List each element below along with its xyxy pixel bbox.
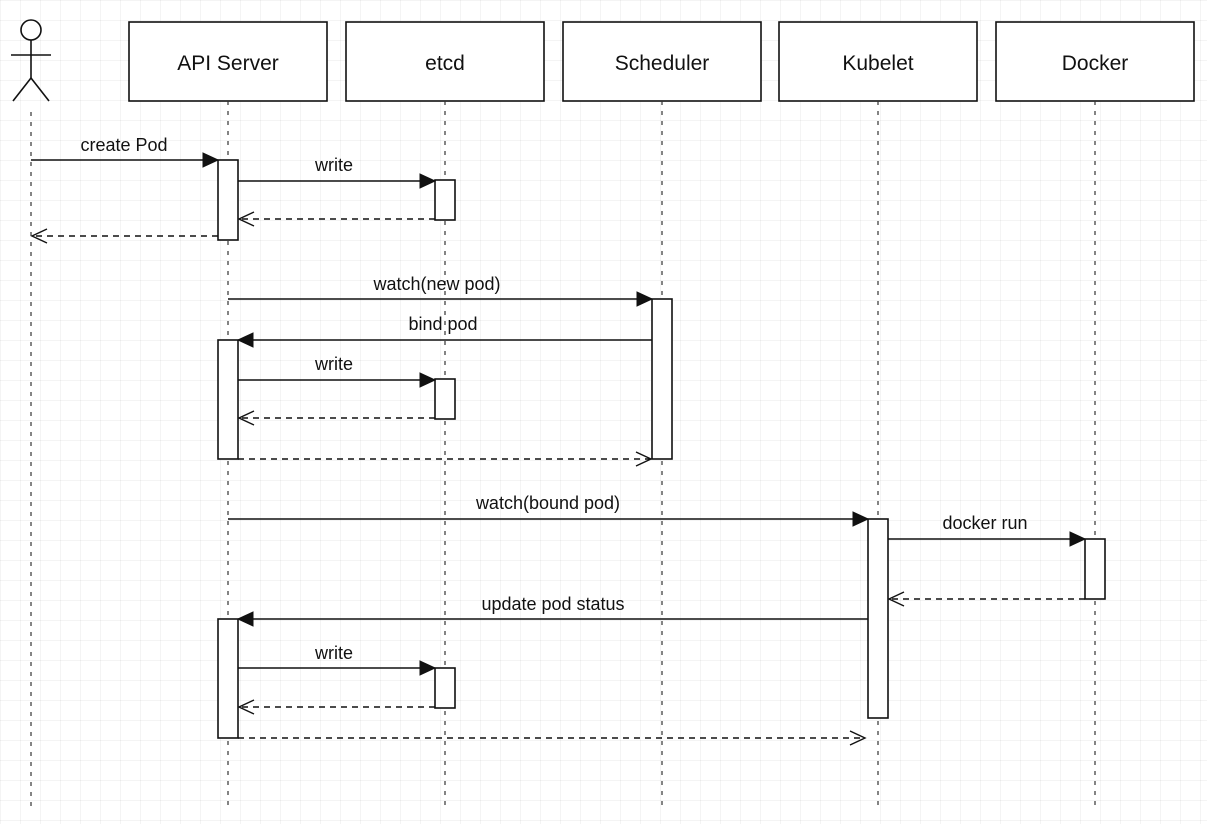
message-watch-new-pod: watch(new pod) bbox=[228, 274, 654, 307]
participant-etcd: etcd bbox=[345, 21, 545, 102]
message-label-update-pod-status: update pod status bbox=[481, 594, 624, 614]
participant-label-etcd: etcd bbox=[425, 52, 465, 75]
participant-kubelet: Kubelet bbox=[778, 21, 978, 102]
message-return-user bbox=[30, 228, 218, 244]
activation-api-3 bbox=[217, 618, 239, 739]
participant-label-api-server: API Server bbox=[177, 52, 279, 75]
message-return-etcd-2 bbox=[237, 410, 435, 426]
message-docker-run: docker run bbox=[888, 513, 1087, 547]
message-return-scheduler bbox=[238, 451, 653, 467]
actor-user-icon bbox=[11, 19, 51, 102]
message-return-etcd-1 bbox=[237, 211, 435, 227]
message-label-watch-new-pod: watch(new pod) bbox=[372, 274, 500, 294]
participant-label-kubelet: Kubelet bbox=[842, 52, 913, 75]
message-label-bind-pod: bind pod bbox=[408, 314, 477, 334]
message-create-pod: create Pod bbox=[31, 135, 220, 168]
message-label-watch-bound-pod: watch(bound pod) bbox=[475, 493, 620, 513]
activation-api-1 bbox=[217, 159, 239, 241]
message-write-2: write bbox=[238, 354, 437, 388]
message-bind-pod: bind pod bbox=[236, 314, 652, 348]
activation-api-2 bbox=[217, 339, 239, 460]
message-return-etcd-3 bbox=[237, 699, 435, 715]
participant-api-server: API Server bbox=[128, 21, 328, 102]
message-write-1: write bbox=[238, 155, 437, 189]
message-label-write-2: write bbox=[314, 354, 353, 374]
activation-docker-1 bbox=[1084, 538, 1106, 600]
message-label-create-pod: create Pod bbox=[80, 135, 167, 155]
message-label-write-3: write bbox=[314, 643, 353, 663]
activation-etcd-3 bbox=[434, 667, 456, 709]
message-update-pod-status: update pod status bbox=[236, 594, 868, 627]
message-label-docker-run: docker run bbox=[942, 513, 1027, 533]
message-return-kubelet bbox=[238, 730, 867, 746]
activation-scheduler-1 bbox=[651, 298, 673, 460]
participant-docker: Docker bbox=[995, 21, 1195, 102]
message-return-docker bbox=[887, 591, 1085, 607]
message-watch-bound-pod: watch(bound pod) bbox=[228, 493, 870, 527]
activation-kubelet-1 bbox=[867, 518, 889, 719]
activation-etcd-2 bbox=[434, 378, 456, 420]
participant-scheduler: Scheduler bbox=[562, 21, 762, 102]
message-label-write-1: write bbox=[314, 155, 353, 175]
participant-label-scheduler: Scheduler bbox=[615, 52, 710, 75]
activation-etcd-1 bbox=[434, 179, 456, 221]
message-write-3: write bbox=[238, 643, 437, 676]
participant-label-docker: Docker bbox=[1062, 52, 1129, 75]
